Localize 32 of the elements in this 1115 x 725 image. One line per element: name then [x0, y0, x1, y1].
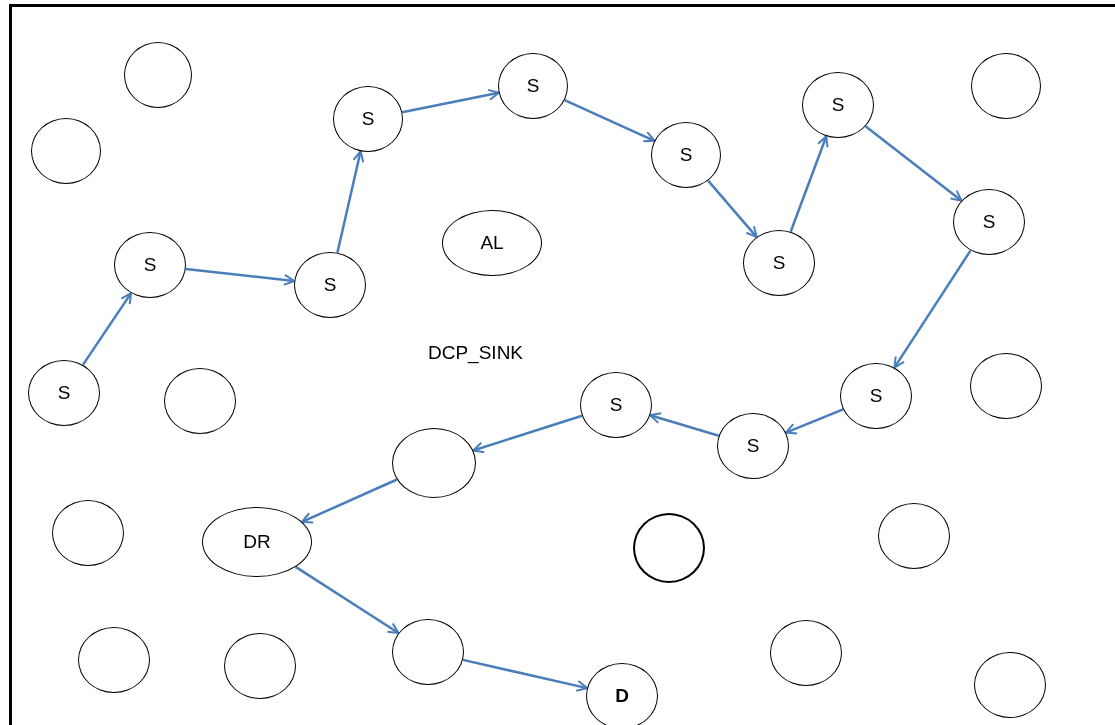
arrow	[893, 249, 972, 369]
node-label: S	[831, 94, 845, 116]
node-label: S	[143, 254, 157, 276]
node-circle	[953, 189, 1025, 255]
arrow	[789, 135, 829, 233]
arrow	[295, 565, 400, 635]
arrow	[564, 99, 656, 143]
node-label: S	[323, 274, 337, 296]
node-label: S	[746, 435, 760, 457]
area-label: DCP_SINK	[428, 342, 524, 364]
node-label: S	[609, 394, 623, 416]
node-label: D	[615, 685, 629, 707]
arrow	[301, 478, 398, 524]
node-label: S	[57, 382, 71, 404]
arrow	[864, 125, 963, 202]
node-label: DR	[243, 531, 271, 553]
node-label: AL	[480, 232, 504, 254]
node-label: S	[772, 252, 786, 274]
arrow	[707, 179, 758, 239]
arrow	[401, 88, 500, 114]
arrow	[185, 267, 296, 286]
arrow	[462, 658, 589, 692]
arrow	[649, 412, 720, 437]
node-label: S	[982, 211, 996, 233]
node-label: S	[526, 75, 540, 97]
node-label: S	[679, 144, 693, 166]
node-label: S	[361, 108, 375, 130]
node-label: S	[869, 385, 883, 407]
arrow	[81, 292, 133, 366]
arrow	[784, 408, 844, 435]
arrow	[336, 150, 365, 253]
arrow	[472, 414, 583, 454]
